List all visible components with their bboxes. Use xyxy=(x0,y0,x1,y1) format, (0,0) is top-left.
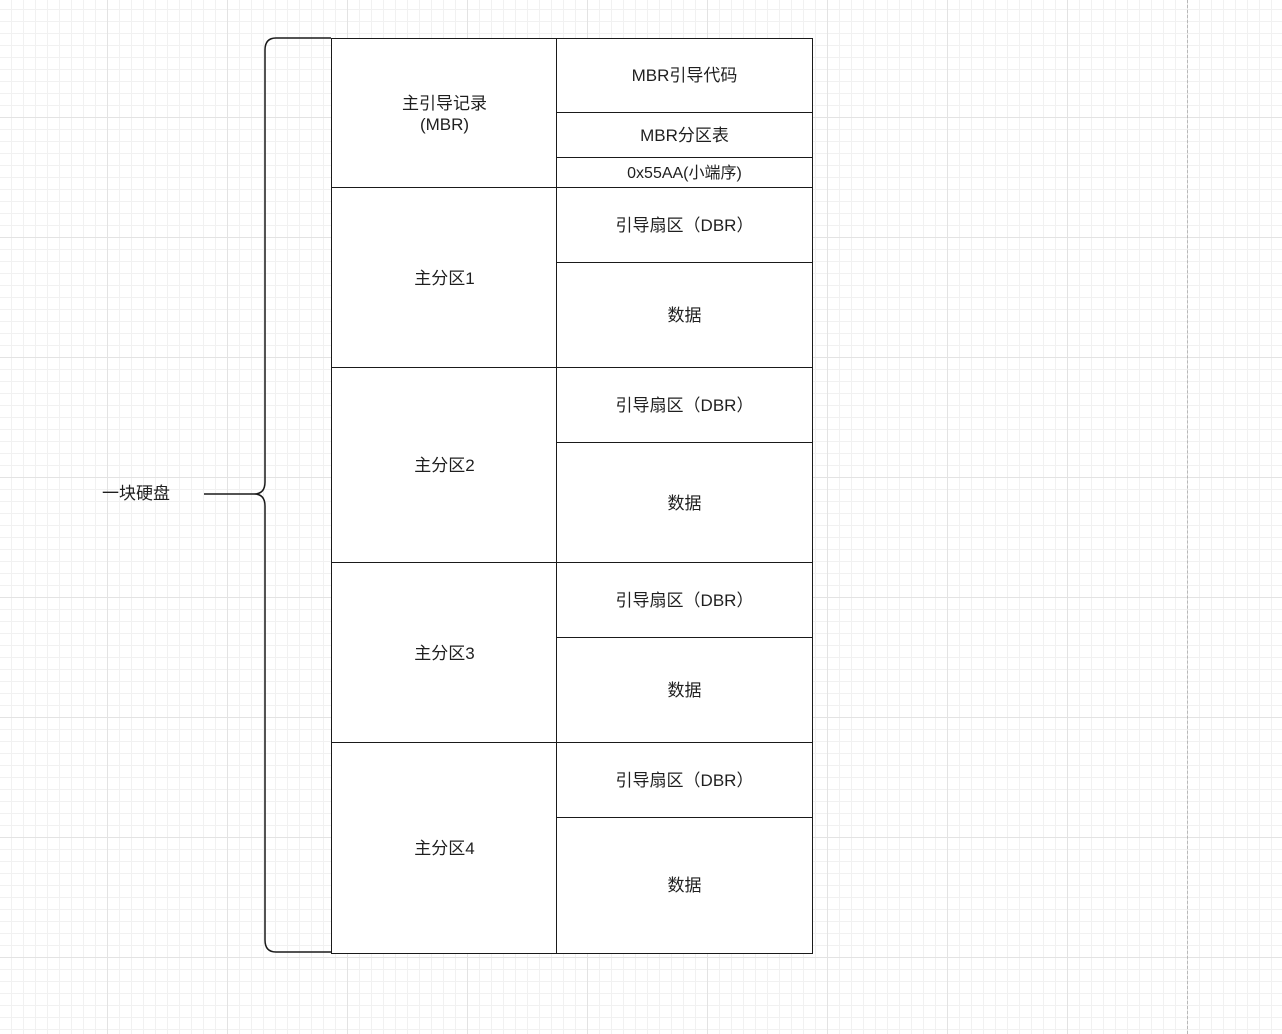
partition-dbr-label: 引导扇区（DBR） xyxy=(615,396,754,415)
partition-dbr-label: 引导扇区（DBR） xyxy=(615,771,754,790)
mbr-label: 主引导记录 (MBR) xyxy=(402,93,487,134)
partition-data-label: 数据 xyxy=(667,876,702,895)
mbr-partition-table-cell[interactable]: MBR分区表 xyxy=(556,112,813,159)
partition-dbr-cell[interactable]: 引导扇区（DBR） xyxy=(556,742,813,819)
partition-dbr-cell[interactable]: 引导扇区（DBR） xyxy=(556,367,813,444)
mbr-partition-table-label: MBR分区表 xyxy=(640,126,729,145)
mbr-block[interactable]: 主引导记录 (MBR) xyxy=(331,38,558,189)
mbr-boot-code-cell[interactable]: MBR引导代码 xyxy=(556,38,813,114)
partition-data-cell[interactable]: 数据 xyxy=(556,262,813,369)
mbr-signature-label: 0x55AA(小端序) xyxy=(627,164,742,182)
partition-data-cell[interactable]: 数据 xyxy=(556,817,813,954)
mbr-signature-cell[interactable]: 0x55AA(小端序) xyxy=(556,157,813,189)
partition-data-label: 数据 xyxy=(667,681,702,700)
partition-block[interactable]: 主分区1 xyxy=(331,187,558,369)
partition-dbr-cell[interactable]: 引导扇区（DBR） xyxy=(556,187,813,264)
partition-label: 主分区3 xyxy=(414,643,475,663)
partition-block[interactable]: 主分区3 xyxy=(331,562,558,744)
partition-block[interactable]: 主分区4 xyxy=(331,742,558,954)
partition-data-cell[interactable]: 数据 xyxy=(556,637,813,744)
partition-label: 主分区4 xyxy=(414,838,475,858)
partition-block[interactable]: 主分区2 xyxy=(331,367,558,564)
partition-dbr-label: 引导扇区（DBR） xyxy=(615,591,754,610)
mbr-boot-code-label: MBR引导代码 xyxy=(631,66,738,85)
partition-data-label: 数据 xyxy=(667,306,702,325)
disk-label[interactable]: 一块硬盘 xyxy=(102,484,170,503)
partition-data-label: 数据 xyxy=(667,493,702,513)
page-boundary-guide xyxy=(1187,0,1188,1034)
partition-label: 主分区2 xyxy=(414,456,475,475)
partition-label: 主分区1 xyxy=(414,268,475,288)
partition-dbr-label: 引导扇区（DBR） xyxy=(615,216,754,235)
partition-data-cell[interactable]: 数据 xyxy=(556,442,813,564)
partition-dbr-cell[interactable]: 引导扇区（DBR） xyxy=(556,562,813,639)
